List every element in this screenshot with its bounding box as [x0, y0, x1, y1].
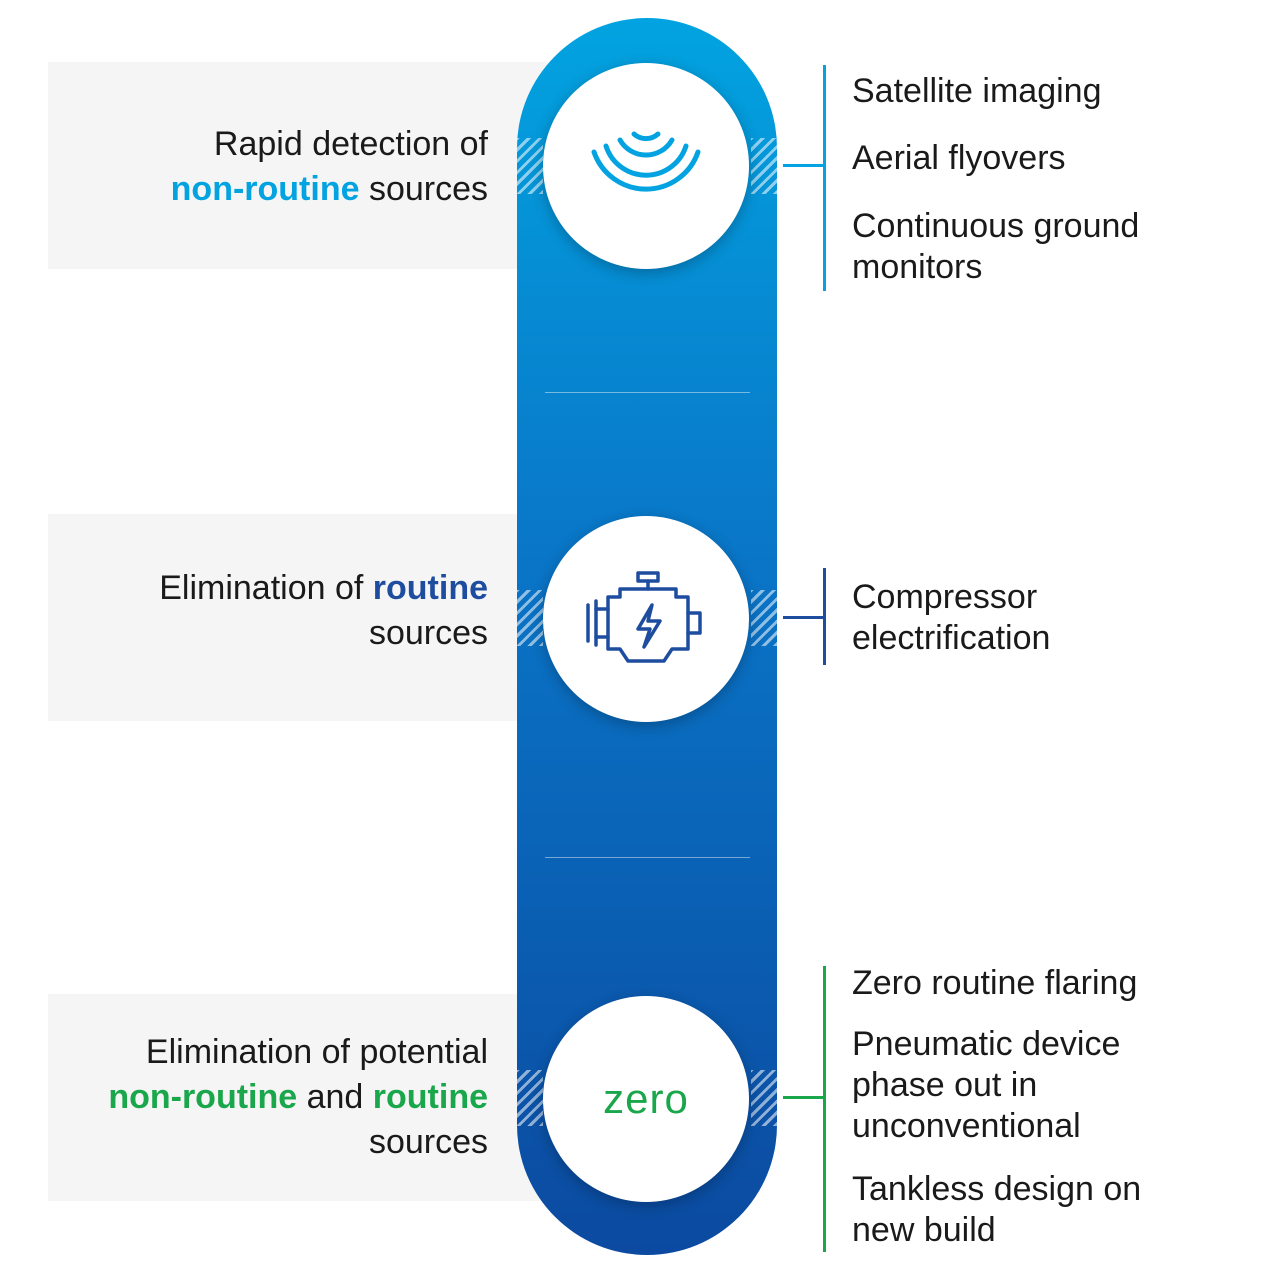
list-item: Satellite imaging	[852, 72, 1102, 110]
signal-waves-icon	[591, 131, 701, 192]
hatch-left-3	[517, 1070, 543, 1126]
list-item: Pneumatic device phase out in unconventi…	[852, 1025, 1121, 1145]
list-item: Zero routine flaring	[852, 964, 1138, 1002]
zero-icon: zero	[603, 1075, 689, 1122]
stage-2-panel	[48, 514, 548, 721]
routine-highlight: routine	[372, 1078, 488, 1116]
non-routine-highlight: non-routine	[170, 170, 360, 208]
divider-2	[545, 857, 750, 858]
routine-highlight: routine	[372, 569, 488, 607]
stage-3-label: Elimination of potential non-routine and…	[108, 1033, 488, 1161]
stage-1-panel	[48, 62, 548, 269]
non-routine-highlight: non-routine	[108, 1078, 298, 1116]
bracket-1-line	[823, 65, 826, 291]
connector-1	[783, 164, 825, 167]
list-item: Continuous ground monitors	[852, 207, 1140, 286]
list-item: Compressor electrification	[852, 578, 1051, 657]
hatch-left-1	[517, 138, 543, 194]
hatch-right-3	[751, 1070, 777, 1126]
engine-icon	[586, 571, 702, 663]
bracket-3-line	[823, 966, 826, 1252]
stage-2-label: Elimination of routine sources	[159, 569, 488, 652]
list-item: Tankless design on new build	[852, 1170, 1142, 1249]
divider-1	[545, 392, 750, 393]
hatch-right-2	[751, 590, 777, 646]
stage-1-label: Rapid detection of non-routine sources	[170, 125, 488, 208]
stage-2-circle	[543, 516, 749, 722]
hatch-right-1	[751, 138, 777, 194]
stage-3-circle: zero	[543, 996, 749, 1202]
stage-1-circle	[543, 63, 749, 269]
list-item: Aerial flyovers	[852, 139, 1066, 177]
connector-2	[783, 616, 825, 619]
stage-3-panel	[48, 994, 548, 1201]
connector-3	[783, 1096, 825, 1099]
hatch-left-2	[517, 590, 543, 646]
